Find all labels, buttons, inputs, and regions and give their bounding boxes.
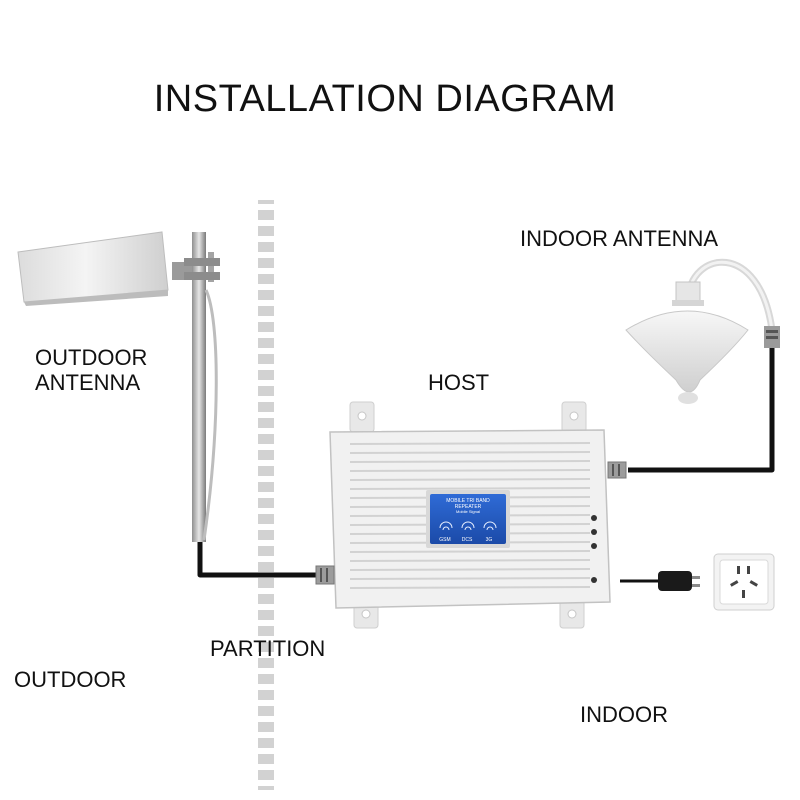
partition-wall <box>258 200 274 790</box>
partition-stripe <box>258 300 274 306</box>
indoor-antenna-label: INDOOR ANTENNA <box>520 226 719 251</box>
outdoor-antenna <box>17 231 220 542</box>
partition-stripe <box>258 284 274 290</box>
partition-stripe <box>258 636 274 642</box>
partition-stripe <box>258 236 274 242</box>
partition-stripe <box>258 364 274 370</box>
partition-stripe <box>258 524 274 530</box>
outdoor-label: OUTDOOR <box>14 667 127 692</box>
lcd-subtitle: Mobile Signal <box>455 509 480 514</box>
host-fin <box>349 442 591 445</box>
partition-stripe <box>258 620 274 626</box>
lcd-band-3g: 3G <box>485 537 493 543</box>
host-fin <box>349 568 591 571</box>
partition-stripe <box>258 252 274 258</box>
partition-stripe <box>258 700 274 706</box>
partition-stripe <box>258 780 274 786</box>
host-fin <box>349 577 591 580</box>
lcd-band-gsm: GSM <box>439 537 451 543</box>
host-fin <box>349 478 591 481</box>
host-fin <box>349 451 591 454</box>
signal-waves <box>439 521 497 531</box>
partition-stripe <box>258 476 274 482</box>
partition-stripe <box>258 652 274 658</box>
host-label: HOST <box>428 370 490 395</box>
partition-stripe <box>258 668 274 674</box>
partition-stripe <box>258 396 274 402</box>
outdoor-antenna-label: OUTDOOR ANTENNA <box>35 345 148 396</box>
partition-stripe <box>258 412 274 418</box>
indoor-label: INDOOR <box>580 702 668 727</box>
lcd-band-dcs: DCS <box>461 537 473 543</box>
partition-stripe <box>258 348 274 354</box>
partition-label: PARTITION <box>210 636 326 661</box>
partition-stripe <box>258 444 274 450</box>
partition-stripe <box>258 748 274 754</box>
partition-stripe <box>258 268 274 274</box>
partition-stripe <box>258 684 274 690</box>
partition-stripe <box>258 380 274 386</box>
power-adapter <box>620 571 700 591</box>
host-repeater <box>315 401 627 629</box>
host-fin <box>349 550 591 553</box>
partition-stripe <box>258 428 274 434</box>
partition-stripe <box>258 460 274 466</box>
partition-stripe <box>258 508 274 514</box>
partition-stripe <box>258 220 274 226</box>
indoor-cable <box>628 345 775 473</box>
partition-stripe <box>258 556 274 562</box>
partition-stripe <box>258 316 274 322</box>
indoor-antenna <box>625 281 780 404</box>
partition-stripe <box>258 764 274 770</box>
diagram-title: INSTALLATION DIAGRAM <box>153 78 617 120</box>
partition-stripe <box>258 588 274 594</box>
partition-stripe <box>258 540 274 546</box>
wall-socket <box>713 553 775 611</box>
lcd-title: MOBILE TRI BAND REPEATER <box>446 498 490 510</box>
partition-stripe <box>258 332 274 338</box>
partition-stripe <box>258 492 274 498</box>
host-fin <box>349 460 591 463</box>
status-leds <box>591 515 597 583</box>
host-fin <box>349 559 591 562</box>
partition-stripe <box>258 604 274 610</box>
host-fin <box>349 586 591 589</box>
host-fin <box>349 469 591 472</box>
partition-stripe <box>258 204 274 210</box>
partition-stripe <box>258 716 274 722</box>
partition-stripe <box>258 732 274 738</box>
host-fin <box>349 487 591 490</box>
